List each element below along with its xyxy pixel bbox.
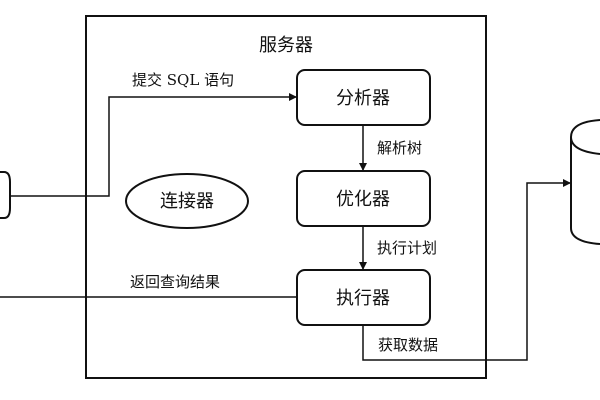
edge-submit-sql <box>10 93 297 197</box>
edge-label-execution-plan: 执行计划 <box>377 239 437 257</box>
edge-fetch-data <box>362 179 571 361</box>
server-title: 服务器 <box>259 35 313 56</box>
database-top <box>569 119 600 155</box>
connector-ellipse <box>125 173 249 229</box>
executor-label: 执行器 <box>336 288 390 309</box>
optimizer-label: 优化器 <box>336 189 390 210</box>
analyzer-label: 分析器 <box>336 88 390 109</box>
edge-label-parse-tree: 解析树 <box>377 139 422 157</box>
executor-box <box>296 269 431 326</box>
edge-label-return-results: 返回查询结果 <box>130 273 220 291</box>
client-shape <box>0 171 11 219</box>
optimizer-box <box>296 170 431 227</box>
database-cylinder <box>570 137 600 245</box>
analyzer-box <box>296 69 431 126</box>
connector-label: 连接器 <box>160 191 214 212</box>
edge-label-fetch-data: 获取数据 <box>378 336 438 354</box>
server-frame <box>85 15 487 379</box>
edge-label-submit-sql: 提交 SQL 语句 <box>132 71 234 89</box>
